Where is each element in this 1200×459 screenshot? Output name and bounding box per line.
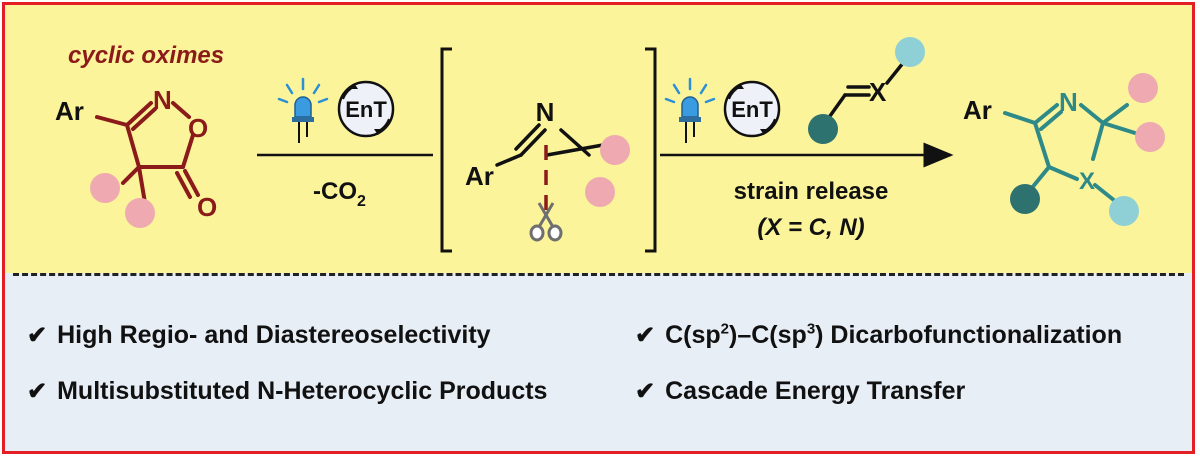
checkmark-icon: ✔ (635, 322, 656, 350)
ar-label-azirine: Ar (465, 161, 494, 191)
features-panel (5, 273, 1192, 451)
nitrogen-label-reactant: N (153, 85, 172, 115)
led-icon (277, 77, 329, 143)
ent-label-2: EnT (731, 97, 773, 122)
checkmark-icon: ✔ (635, 378, 656, 405)
alkene-reagent (823, 61, 905, 125)
ar-label-product: Ar (963, 95, 992, 125)
feature-text-1: High Regio- and Diastereoselectivity (57, 321, 491, 349)
ar-label-reactant: Ar (55, 96, 84, 126)
energy-transfer-icon-2 (723, 80, 781, 138)
substituent-circle-pink-1 (90, 173, 120, 203)
substituent-circle-pink-4 (585, 177, 615, 207)
substituent-circle-pink-5 (1128, 73, 1158, 103)
led-icon-2 (664, 77, 716, 143)
bracket-right (645, 47, 657, 253)
reactant-label: cyclic oximes (68, 42, 224, 69)
scissors-icon (529, 202, 563, 242)
feature-text-3: Multisubstituted N-Heterocyclic Products (57, 377, 548, 405)
substituent-circle-pink-3 (600, 135, 630, 165)
ent-label-1: EnT (345, 97, 387, 122)
substituent-circle-teal-dark-1 (808, 114, 838, 144)
scheme-panel (5, 5, 1192, 273)
strain-release-label: strain release (734, 178, 889, 205)
feature-item-2: ✔ C(sp2)–C(sp3) Dicarbofunctionalization (635, 321, 1122, 350)
isoxazolone-structure (95, 101, 200, 205)
substituent-circle-teal-light-1 (895, 37, 925, 67)
feature-item-4: ✔ Cascade Energy Transfer (635, 377, 965, 406)
feature-text-4: Cascade Energy Transfer (665, 377, 966, 405)
carbonyl-oxygen-label: O (197, 192, 217, 222)
dashed-divider (13, 273, 1184, 276)
x-label-product: X (1079, 168, 1095, 195)
feature-item-1: ✔ High Regio- and Diastereoselectivity (27, 321, 491, 350)
reaction-scheme: cyclic oximes Ar N O O (55, 37, 1165, 253)
oxygen-label-ring: O (188, 113, 208, 143)
bracket-left (440, 47, 452, 253)
figure-frame: cyclic oximes Ar N O O (2, 2, 1195, 454)
product-ring (1003, 103, 1137, 203)
substituent-circle-teal-dark-2 (1010, 184, 1040, 214)
x-label-reagent: X (869, 77, 887, 107)
nitrogen-label-azirine: N (536, 97, 555, 127)
substituent-circle-teal-light-2 (1109, 196, 1139, 226)
x-condition-label: (X = C, N) (757, 214, 864, 241)
co2-label: -CO2 (313, 178, 366, 210)
energy-transfer-icon-1 (337, 80, 395, 138)
nitrogen-label-product: N (1059, 87, 1078, 117)
azirine-structure (495, 123, 605, 167)
substituent-circle-pink-6 (1135, 122, 1165, 152)
checkmark-icon: ✔ (27, 322, 48, 349)
substituent-circle-pink-2 (125, 198, 155, 228)
feature-item-3: ✔ Multisubstituted N-Heterocyclic Product… (27, 377, 547, 406)
feature-text-2: C(sp2)–C(sp3) Dicarbofunctionalization (665, 321, 1123, 350)
checkmark-icon: ✔ (27, 378, 48, 405)
